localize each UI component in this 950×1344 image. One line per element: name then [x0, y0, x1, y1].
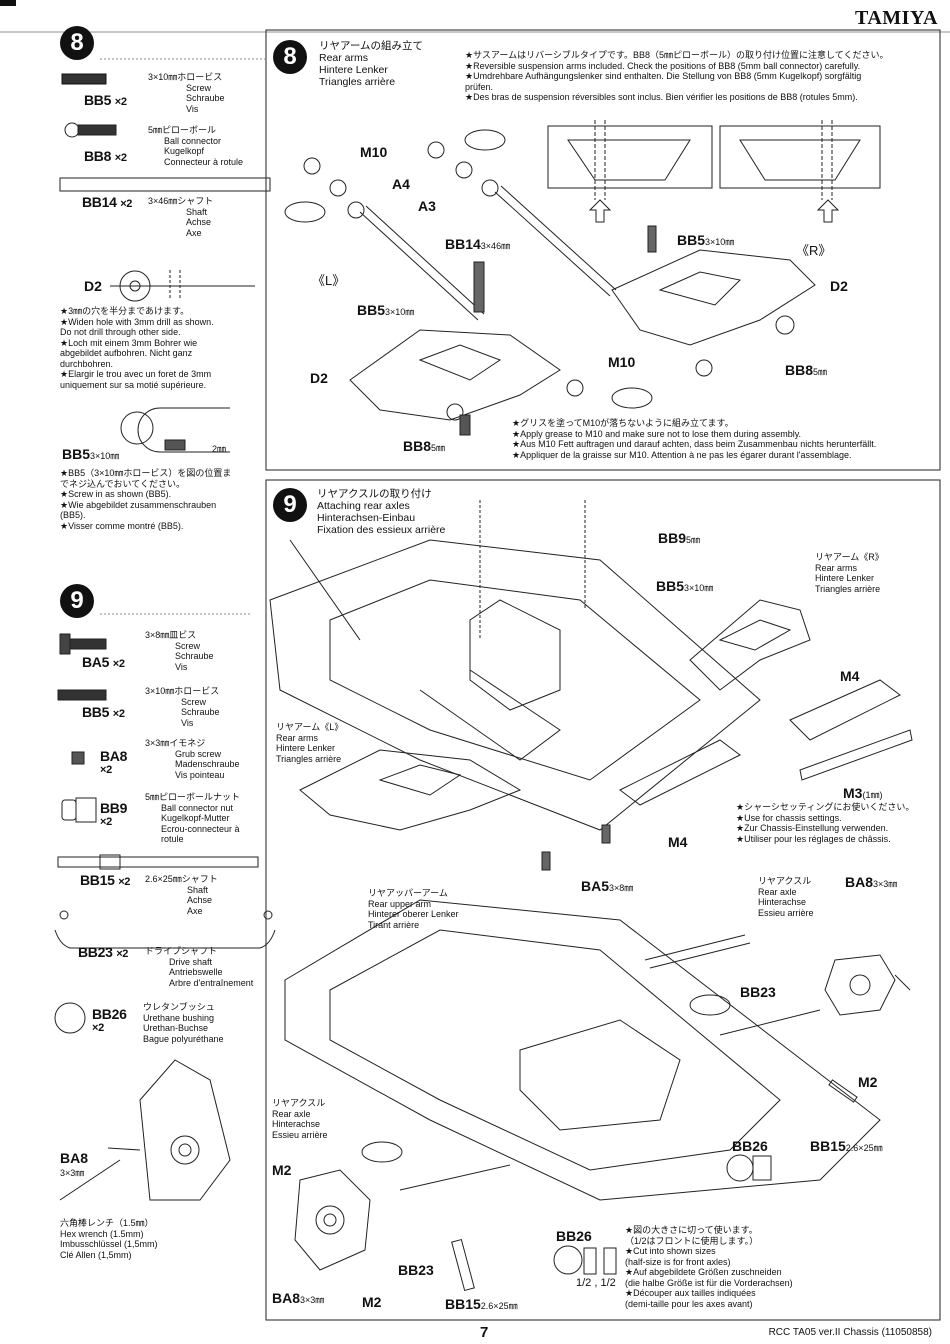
step-9-number: 9 — [273, 488, 307, 522]
step-9-title: リヤアクスルの取り付け Attaching rear axles Hintera… — [317, 488, 446, 536]
label-l: 《L》 — [312, 273, 346, 288]
brand-logo: TAMIYA — [854, 7, 938, 29]
bb5-screw-notes: ★BB5（3×10㎜ホロービス）を図の位置ま でネジ込んでおいてください。 ★S… — [60, 468, 232, 531]
label-a3: A3 — [418, 198, 436, 214]
step-8-reversible-notes: ★サスアームはリバーシブルタイプです。BB8（5㎜ピローボール）の取り付け位置に… — [465, 50, 889, 102]
step-8-number: 8 — [273, 40, 307, 74]
label-bb15-right: BB152.6×25㎜ — [810, 1138, 883, 1154]
part-code-bb14: BB14 ×2 — [82, 194, 133, 210]
document-reference: RCC TA05 ver.II Chassis (11050858) — [768, 1327, 932, 1338]
part-code-ba8: BA8 ×2 — [100, 748, 128, 776]
part-desc-bb23: ドライブシャフト Drive shaft Antriebswelle Arbre… — [145, 946, 254, 988]
label-ba8-top: BA83×3㎜ — [845, 874, 898, 890]
part-desc-bb14: 3×46㎜シャフト Shaft Achse Axe — [148, 196, 214, 238]
part-desc-ba5: 3×8㎜皿ビス Screw Schraube Vis — [145, 630, 214, 672]
d2-label: D2 — [84, 278, 102, 294]
label-bb15-bottom: BB152.6×25㎜ — [445, 1296, 518, 1312]
label-rear-axle-left: リヤアクスル Rear axle Hinterachse Essieu arri… — [272, 1098, 328, 1140]
bb5-detail-label: BB53×10㎜ — [62, 446, 120, 462]
part-code-bb23: BB23 ×2 — [78, 944, 129, 960]
label-ba5: BA53×8㎜ — [581, 878, 634, 894]
label-rear-arm-l: リヤアーム《L》 Rear arms Hintere Lenker Triang… — [276, 722, 344, 764]
label-m2-bottom: M2 — [362, 1294, 382, 1310]
step-8-title: リヤアームの組み立て Rear arms Hintere Lenker Tria… — [319, 40, 424, 88]
part-desc-bb15: 2.6×25㎜シャフト Shaft Achse Axe — [145, 874, 218, 916]
label-bb5-step9: BB53×10㎜ — [656, 578, 714, 594]
label-m2-left: M2 — [272, 1162, 292, 1178]
label-m2-right: M2 — [858, 1074, 878, 1090]
label-rear-upper-arm: リヤアッパーアーム Rear upper arm Hinterer oberer… — [368, 888, 459, 930]
cut-size-notes: ★図の大きさに切って使います。 （1/2はフロントに使用します。） ★Cut i… — [625, 1225, 793, 1309]
part-desc-bb26: ウレタンブッシュ Urethane bushing Urethan-Buchse… — [143, 1002, 224, 1044]
page-number: 7 — [480, 1324, 489, 1341]
ba8-wrench-label: BA8 3×3㎜ — [60, 1150, 89, 1178]
label-r: 《R》 — [796, 243, 832, 258]
label-bb8-bottom: BB85㎜ — [403, 438, 446, 454]
chassis-settings-notes: ★シャーシセッティングにお使いください。 ★Use for chassis se… — [736, 802, 915, 844]
label-d2-left: D2 — [310, 370, 328, 386]
d2-drill-notes: ★3㎜の穴を半分まであけます。 ★Widen hole with 3mm dri… — [60, 306, 214, 390]
label-bb26-right: BB26 — [732, 1138, 768, 1154]
label-m10-top: M10 — [360, 144, 388, 160]
step-8-grease-notes: ★グリスを塗ってM10が落ちないように組み立てます。 ★Apply grease… — [512, 418, 877, 460]
hex-wrench-note: 六角棒レンチ（1.5㎜） Hex wrench (1.5mm) Imbussch… — [60, 1218, 158, 1260]
label-bb26-bottom: BB26 — [556, 1228, 592, 1244]
part-desc-bb5-step9: 3×10㎜ホロービス Screw Schraube Vis — [145, 686, 220, 728]
label-rear-axle-right: リヤアクスル Rear axle Hinterachse Essieu arri… — [758, 876, 814, 918]
part-code-bb15: BB15 ×2 — [80, 872, 131, 888]
sidebar-step-9-number: 9 — [60, 584, 94, 618]
part-desc-bb5: 3×10㎜ホロービス Screw Schraube Vis — [148, 72, 225, 114]
label-m4-top: M4 — [840, 668, 860, 684]
part-code-bb8: BB8 ×2 — [84, 148, 127, 164]
label-ba8-bottom: BA83×3㎜ — [272, 1290, 325, 1306]
label-bb14: BB143×46㎜ — [445, 236, 511, 252]
label-fraction: 1/2 , 1/2 — [576, 1277, 616, 1289]
label-bb23-bottom: BB23 — [398, 1262, 434, 1278]
label-m10-bottom: M10 — [608, 354, 636, 370]
part-desc-ba8: 3×3㎜イモネジ Grub screw Madenschraube Vis po… — [145, 738, 240, 780]
label-rear-arm-r: リヤアーム《R》 Rear arms Hintere Lenker Triang… — [815, 552, 884, 594]
label-m4-bottom: M4 — [668, 834, 688, 850]
sidebar-step-8-number: 8 — [60, 26, 94, 60]
part-code-bb5: BB5 ×2 — [84, 92, 127, 108]
label-bb9: BB95㎜ — [658, 530, 701, 546]
part-desc-bb9: 5㎜ピローボールナット Ball connector nut Kugelkopf… — [145, 792, 241, 844]
label-bb8-right: BB85㎜ — [785, 362, 828, 378]
part-desc-bb8: 5㎜ピローボール Ball connector Kugelkopf Connec… — [148, 125, 244, 167]
label-m3: M3(1㎜) — [843, 785, 883, 801]
part-code-bb5-step9: BB5 ×2 — [82, 704, 125, 720]
label-a4: A4 — [392, 176, 410, 192]
label-bb23-top: BB23 — [740, 984, 776, 1000]
label-bb5-right: BB53×10㎜ — [677, 232, 735, 248]
part-code-bb26: BB26 ×2 — [92, 1006, 127, 1034]
label-d2-right: D2 — [830, 278, 848, 294]
part-code-ba5: BA5 ×2 — [82, 654, 125, 670]
label-bb5-left: BB53×10㎜ — [357, 302, 415, 318]
part-code-bb9: BB9 ×2 — [100, 800, 128, 828]
dim-2mm: 2㎜ — [212, 444, 227, 454]
